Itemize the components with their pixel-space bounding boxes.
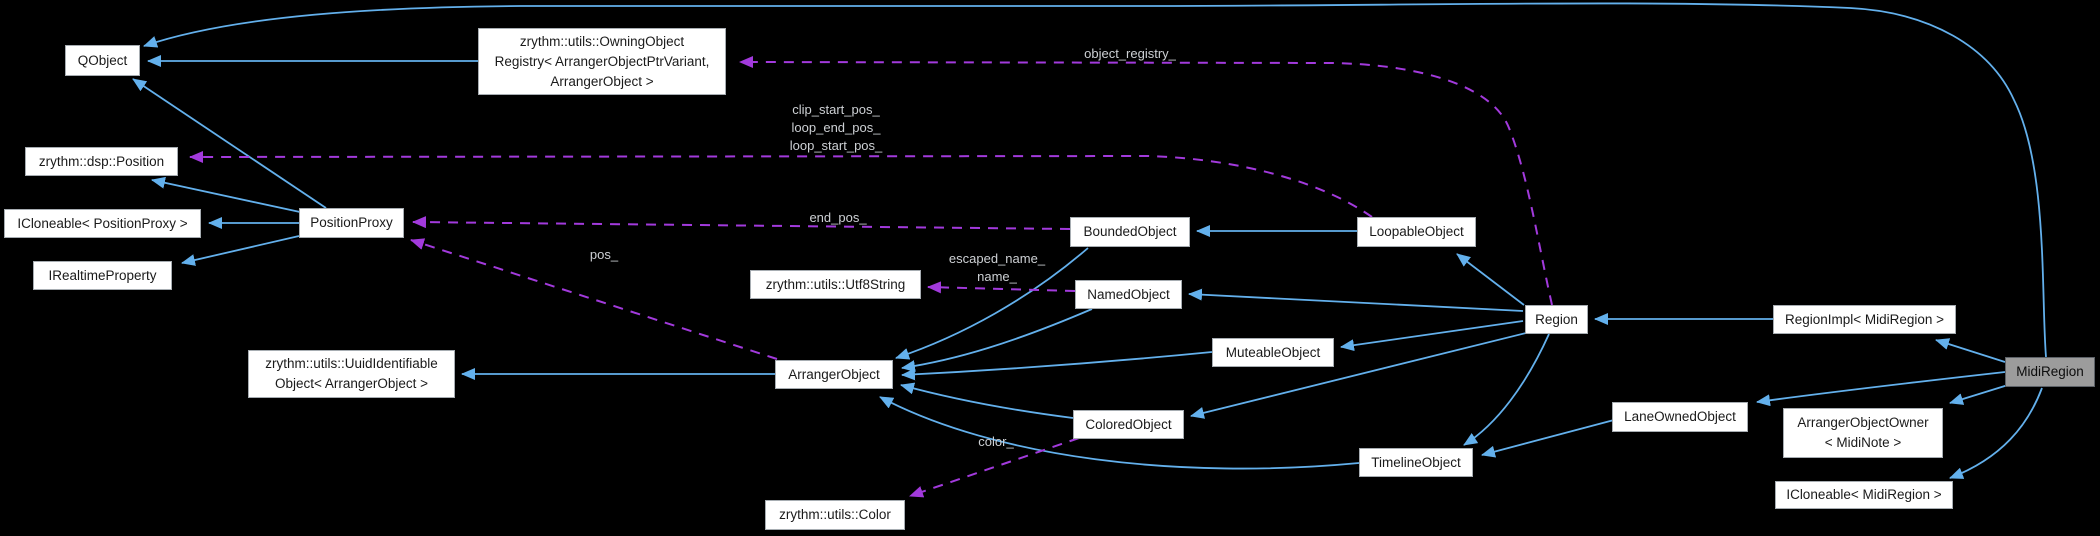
edge-midiregion-to-arrangerobjectowner — [1949, 384, 2009, 405]
node-utf8string[interactable]: zrythm::utils::Utf8String — [750, 270, 921, 299]
edge-region-to-coloredobject — [1190, 332, 1527, 419]
edge-midiregion-to-qobject — [143, 2, 2047, 358]
node-color[interactable]: zrythm::utils::Color — [765, 500, 905, 530]
edge-boundedobject-to-arrangerobject — [895, 247, 1089, 360]
node-uuid-identifiable-object[interactable]: zrythm::utils::UuidIdentifiable Object< … — [248, 350, 455, 398]
edge-label-loop-positions: clip_start_pos_ loop_end_pos_ loop_start… — [789, 102, 883, 153]
edge-label-object-registry: object_registry_ — [1084, 46, 1176, 61]
edge-label-end-pos: end_pos_ — [809, 210, 867, 225]
node-dsp-position[interactable]: zrythm::dsp::Position — [25, 147, 178, 176]
edge-namedobject-to-utf8string — [927, 281, 1076, 294]
node-bounded-object[interactable]: BoundedObject — [1070, 217, 1190, 247]
node-region-impl[interactable]: RegionImpl< MidiRegion > — [1773, 305, 1956, 334]
node-icloneable-midiregion[interactable]: ICloneable< MidiRegion > — [1775, 481, 1953, 509]
edge-boundedobject-to-positionproxy — [412, 216, 1071, 230]
node-owning-object-registry[interactable]: zrythm::utils::OwningObject Registry< Ar… — [478, 28, 726, 95]
edge-region-to-namedobject — [1188, 288, 1524, 312]
edge-midiregion-to-laneownedobject — [1756, 371, 2006, 407]
node-colored-object[interactable]: ColoredObject — [1073, 410, 1184, 439]
edge-label-color-member: color_ — [978, 434, 1014, 449]
node-region[interactable]: Region — [1525, 305, 1588, 334]
edge-coloredobject-to-color — [909, 437, 1080, 498]
edge-region-to-objectregistry — [739, 56, 1553, 306]
edge-label-names: escaped_name_ name_ — [948, 251, 1046, 284]
node-irealtimeproperty[interactable]: IRealtimeProperty — [33, 261, 172, 290]
edge-positionproxy-to-qobject — [132, 78, 327, 209]
edge-region-to-timelineobject — [1463, 333, 1550, 446]
edge-region-to-loopableobject — [1456, 253, 1525, 306]
edge-laneownedobject-to-timelineobject — [1481, 419, 1615, 458]
node-muteable-object[interactable]: MuteableObject — [1212, 338, 1334, 367]
edge-namedobject-to-arrangerobject — [901, 308, 1093, 373]
node-qobject[interactable]: QObject — [65, 45, 140, 76]
node-lane-owned-object[interactable]: LaneOwnedObject — [1612, 402, 1748, 432]
edge-positionproxy-to-irealtimeproperty — [181, 235, 300, 266]
edge-midiregion-to-icloneable-midiregion — [1949, 387, 2043, 479]
edge-positionproxy-to-position — [151, 176, 301, 213]
node-loopable-object[interactable]: LoopableObject — [1357, 217, 1476, 247]
edge-region-to-muteableobject — [1340, 320, 1524, 352]
node-arranger-object[interactable]: ArrangerObject — [775, 360, 893, 389]
node-arranger-object-owner[interactable]: ArrangerObjectOwner < MidiNote > — [1783, 408, 1943, 458]
node-icloneable-positionproxy[interactable]: ICloneable< PositionProxy > — [4, 209, 201, 238]
edge-coloredobject-to-arrangerobject — [900, 382, 1074, 419]
edge-muteableobject-to-arrangerobject — [901, 351, 1213, 381]
node-midi-region: MidiRegion — [2005, 357, 2095, 387]
edge-label-pos: pos_ — [589, 247, 619, 262]
node-positionproxy[interactable]: PositionProxy — [299, 208, 404, 238]
edge-timelineobject-to-arrangerobject — [879, 396, 1360, 470]
node-named-object[interactable]: NamedObject — [1075, 280, 1182, 309]
edge-loopableobject-to-dsp-position — [189, 150, 1373, 218]
node-timeline-object[interactable]: TimelineObject — [1359, 448, 1473, 477]
edge-midiregion-to-regionimpl — [1935, 338, 2006, 363]
